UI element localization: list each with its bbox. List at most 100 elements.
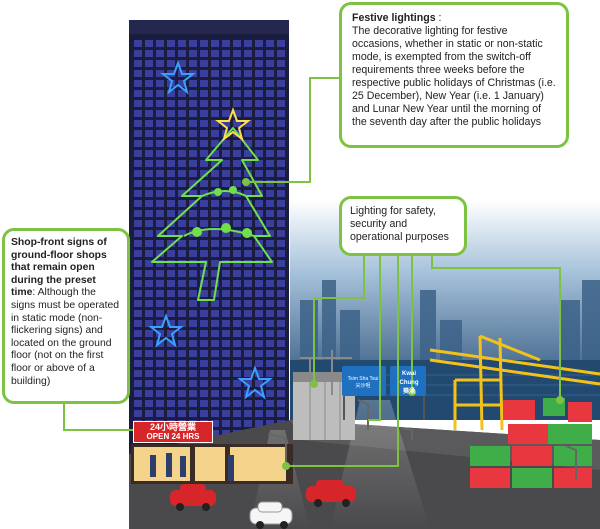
callout-safety-lighting: Lighting for safety, security and operat… bbox=[339, 196, 467, 256]
tower-window bbox=[222, 350, 230, 357]
tower-window bbox=[200, 120, 208, 127]
tower-window bbox=[156, 400, 164, 407]
tower-window bbox=[244, 260, 252, 267]
tower-window bbox=[156, 310, 164, 317]
tower-window bbox=[145, 110, 153, 117]
tower-window bbox=[200, 140, 208, 147]
tower-window bbox=[233, 250, 241, 257]
tower-window bbox=[200, 310, 208, 317]
tower-window bbox=[134, 120, 142, 127]
tower-window bbox=[178, 80, 186, 87]
tower-window bbox=[266, 260, 274, 267]
tower-window bbox=[134, 220, 142, 227]
tower-window bbox=[145, 270, 153, 277]
tower-window bbox=[167, 160, 175, 167]
tower-window bbox=[156, 160, 164, 167]
tower-window bbox=[244, 330, 252, 337]
tower-window bbox=[222, 320, 230, 327]
tower-window bbox=[200, 60, 208, 67]
tower-window bbox=[167, 180, 175, 187]
tower-window bbox=[266, 300, 274, 307]
tower-window bbox=[145, 390, 153, 397]
tower-window bbox=[255, 250, 263, 257]
tower-window bbox=[277, 80, 285, 87]
neon-star-blue bbox=[148, 60, 273, 400]
tower-window bbox=[266, 310, 274, 317]
festive-title: Festive lightings bbox=[352, 12, 436, 24]
tower-window bbox=[178, 110, 186, 117]
tower-window bbox=[211, 130, 219, 137]
tower-window bbox=[244, 400, 252, 407]
tower-window bbox=[211, 350, 219, 357]
tower-window bbox=[255, 120, 263, 127]
tower-window bbox=[255, 290, 263, 297]
tower-window bbox=[156, 290, 164, 297]
tower-window bbox=[255, 260, 263, 267]
tower-window bbox=[233, 320, 241, 327]
tower-window bbox=[134, 250, 142, 257]
tower-window bbox=[134, 180, 142, 187]
tower-window bbox=[277, 250, 285, 257]
tower-window bbox=[134, 70, 142, 77]
tower-window bbox=[189, 300, 197, 307]
shop-sign-chinese: 24小時營業 bbox=[149, 422, 196, 432]
tower-window bbox=[266, 100, 274, 107]
tower-window bbox=[178, 310, 186, 317]
tower-window bbox=[189, 40, 197, 47]
tower-window bbox=[211, 180, 219, 187]
tower-window bbox=[211, 390, 219, 397]
tower-window bbox=[189, 250, 197, 257]
tower-window bbox=[266, 170, 274, 177]
tower-window bbox=[233, 50, 241, 57]
tower-window bbox=[277, 380, 285, 387]
tower-window bbox=[255, 50, 263, 57]
tower-window bbox=[134, 200, 142, 207]
tower-window bbox=[222, 280, 230, 287]
tower-window bbox=[255, 360, 263, 367]
tower-window bbox=[266, 90, 274, 97]
tower-window bbox=[211, 260, 219, 267]
tower-window bbox=[178, 370, 186, 377]
tower-window bbox=[156, 210, 164, 217]
tower-window bbox=[200, 110, 208, 117]
tower-window bbox=[178, 50, 186, 57]
tower-window bbox=[211, 50, 219, 57]
tower-window bbox=[211, 310, 219, 317]
tower-window bbox=[266, 400, 274, 407]
tower-window bbox=[167, 110, 175, 117]
tower-window bbox=[266, 330, 274, 337]
tower-window bbox=[178, 340, 186, 347]
tower-window bbox=[145, 40, 153, 47]
tower-window bbox=[145, 330, 153, 337]
tower-window bbox=[255, 420, 263, 427]
tower-window bbox=[167, 340, 175, 347]
tower-window bbox=[211, 280, 219, 287]
tower-window bbox=[178, 270, 186, 277]
tower-window bbox=[134, 260, 142, 267]
tower-window bbox=[255, 340, 263, 347]
tower-window bbox=[211, 210, 219, 217]
tower-window bbox=[277, 410, 285, 417]
tower-window bbox=[156, 200, 164, 207]
tower-window bbox=[277, 390, 285, 397]
tower-window bbox=[211, 240, 219, 247]
tower-window bbox=[266, 380, 274, 387]
tower-window bbox=[233, 40, 241, 47]
tower-window bbox=[134, 140, 142, 147]
tower-window bbox=[178, 290, 186, 297]
tower-window bbox=[145, 400, 153, 407]
tower-window bbox=[233, 310, 241, 317]
tower-window bbox=[244, 370, 252, 377]
tower-window bbox=[266, 110, 274, 117]
tower-window bbox=[233, 80, 241, 87]
tower-window bbox=[145, 100, 153, 107]
tower-window bbox=[167, 300, 175, 307]
tower-window bbox=[145, 180, 153, 187]
tower-window bbox=[134, 160, 142, 167]
tower-window bbox=[277, 220, 285, 227]
tower-window bbox=[145, 320, 153, 327]
tower-window bbox=[233, 70, 241, 77]
tower-window bbox=[222, 160, 230, 167]
tower-window bbox=[156, 390, 164, 397]
tower-window bbox=[277, 320, 285, 327]
